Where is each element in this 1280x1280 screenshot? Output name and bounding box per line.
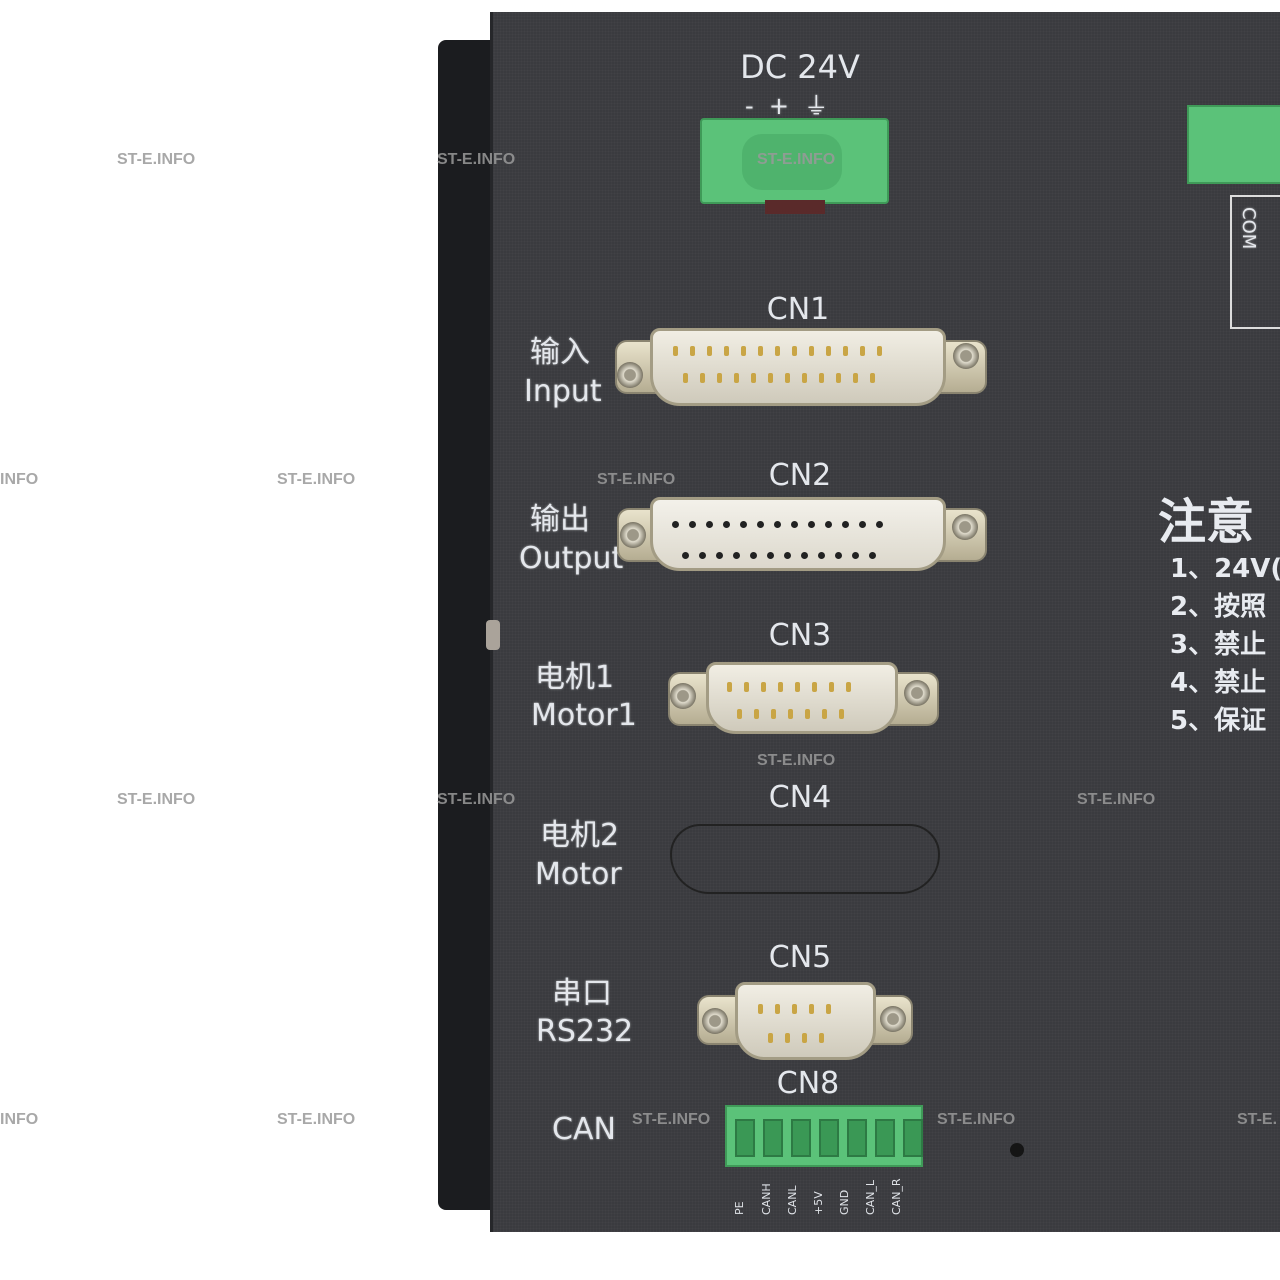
cn4-label-en: Motor: [535, 857, 622, 892]
cn8-pin-label: CAN_L: [864, 1179, 877, 1215]
cn8-pin-label: +5V: [812, 1191, 825, 1215]
watermark: ST-E.INFO: [757, 752, 836, 769]
notice-item: 2、按照: [1170, 592, 1267, 622]
com-box: COM: [1230, 195, 1280, 329]
cn1-label-en: Input: [524, 374, 602, 409]
power-polarity: - + ⏚: [745, 92, 829, 120]
cn8-pin-label: GND: [838, 1189, 851, 1215]
screw-icon: [620, 522, 646, 548]
notice-item: 4、禁止: [1170, 668, 1267, 698]
notice-item: 1、24V(: [1170, 554, 1280, 584]
cn8-pin-label: CANL: [786, 1185, 799, 1215]
watermark: ST-E.INFO: [632, 1111, 711, 1128]
screw-icon: [670, 683, 696, 709]
cn5-label-en: RS232: [536, 1014, 634, 1049]
notice-item: 5、保证: [1170, 706, 1267, 736]
watermark: INFO: [0, 1111, 39, 1128]
power-title: DC 24V: [740, 48, 860, 86]
cn2-label: CN2: [768, 458, 832, 493]
cn3-label: CN3: [768, 618, 832, 653]
watermark: ST-E.INFO: [1077, 791, 1156, 808]
power-terminal-base: [765, 200, 825, 214]
cn8-label: CN8: [776, 1066, 840, 1101]
watermark: ST-E.INFO: [117, 791, 196, 808]
cn2-label-en: Output: [519, 541, 624, 576]
screw-icon: [952, 514, 978, 540]
watermark: ST-E.INFO: [437, 791, 516, 808]
cn4-empty-cutout: [670, 824, 940, 894]
cn8-pin-label: CAN_R: [890, 1178, 903, 1215]
cn3-label-cn: 电机1: [535, 660, 615, 695]
screw-icon: [702, 1008, 728, 1034]
watermark: ST-E.INFO: [757, 151, 836, 168]
cn5-label-cn: 串口: [552, 976, 612, 1011]
cn4-label-cn: 电机2: [540, 818, 620, 853]
mounting-hole: [1010, 1143, 1024, 1157]
watermark: ST-E.INFO: [937, 1111, 1016, 1128]
cn5-shell: [735, 982, 876, 1060]
screw-icon: [617, 362, 643, 388]
screw-icon: [953, 343, 979, 369]
cn1-label: CN1: [766, 292, 830, 327]
cn8-pin-label: CANH: [760, 1183, 773, 1215]
watermark: INFO: [0, 471, 39, 488]
cn8-pin-label: PE: [733, 1201, 746, 1215]
screw-icon: [880, 1006, 906, 1032]
watermark: ST-E.INFO: [277, 471, 356, 488]
cn4-label: CN4: [768, 780, 832, 815]
watermark: ST-E.INFO: [277, 1111, 356, 1128]
cn3-shell: [706, 662, 898, 734]
notice-title: 注意: [1158, 494, 1255, 550]
watermark: ST-E.INFO: [597, 471, 676, 488]
cn2-label-cn: 输出: [530, 502, 590, 537]
cn5-label: CN5: [768, 940, 832, 975]
com-terminal[interactable]: [1187, 105, 1280, 184]
watermark: ST-E.INFO: [117, 151, 196, 168]
com-label: COM: [1238, 207, 1259, 250]
cn2-shell: [650, 497, 946, 571]
screw-icon: [904, 680, 930, 706]
cn3-label-en: Motor1: [531, 698, 637, 733]
notice-item: 3、禁止: [1170, 630, 1267, 660]
housing-screw: [486, 620, 500, 650]
cn1-shell: [650, 328, 946, 406]
watermark: ST-E.INFO: [437, 151, 516, 168]
cn8-can-terminal[interactable]: [725, 1105, 923, 1167]
cn1-label-cn: 输入: [530, 335, 590, 370]
device-panel: [490, 12, 1280, 1232]
cn8-label-en: CAN: [552, 1112, 616, 1147]
watermark: ST-E.: [1237, 1111, 1278, 1128]
